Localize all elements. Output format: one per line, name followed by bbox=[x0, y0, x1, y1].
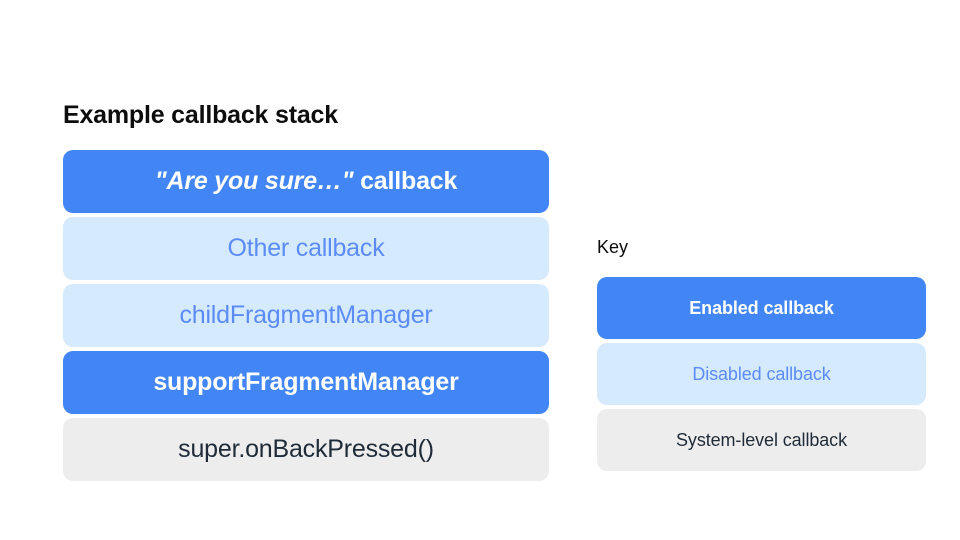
stack-card-other-callback: Other callback bbox=[63, 217, 549, 280]
stack-card-child-fragment-manager: childFragmentManager bbox=[63, 284, 549, 347]
callback-stack-panel: Example callback stack "Are you sure…" c… bbox=[63, 100, 549, 481]
stack-card-support-fragment-manager: supportFragmentManager bbox=[63, 351, 549, 414]
key-panel: Key Enabled callback Disabled callback S… bbox=[597, 236, 926, 471]
key-title: Key bbox=[597, 237, 629, 257]
key-item-enabled-callback: Enabled callback bbox=[597, 277, 926, 339]
key-item-label: System-level callback bbox=[676, 429, 847, 450]
stack-title: Example callback stack bbox=[63, 101, 338, 129]
key-item-system-level-callback: System-level callback bbox=[597, 409, 926, 471]
key-item-label: Enabled callback bbox=[689, 297, 834, 318]
stack-card-super-on-back-pressed: super.onBackPressed() bbox=[63, 418, 549, 481]
stack-card-label: Other callback bbox=[227, 234, 385, 262]
key-item-disabled-callback: Disabled callback bbox=[597, 343, 926, 405]
key-list: Enabled callback Disabled callback Syste… bbox=[597, 277, 926, 471]
key-item-label: Disabled callback bbox=[692, 363, 831, 384]
stack-card-label-plain: callback bbox=[353, 167, 458, 195]
callback-stack-list: "Are you sure…" callback Other callback … bbox=[63, 150, 549, 481]
stack-card-are-you-sure: "Are you sure…" callback bbox=[63, 150, 549, 213]
stack-card-label: childFragmentManager bbox=[179, 301, 433, 329]
stack-card-label: "Are you sure…" callback bbox=[154, 167, 458, 196]
stack-card-label: supportFragmentManager bbox=[153, 368, 459, 396]
stack-card-label-quoted: "Are you sure…" bbox=[154, 167, 354, 195]
stack-card-label: super.onBackPressed() bbox=[178, 435, 434, 463]
